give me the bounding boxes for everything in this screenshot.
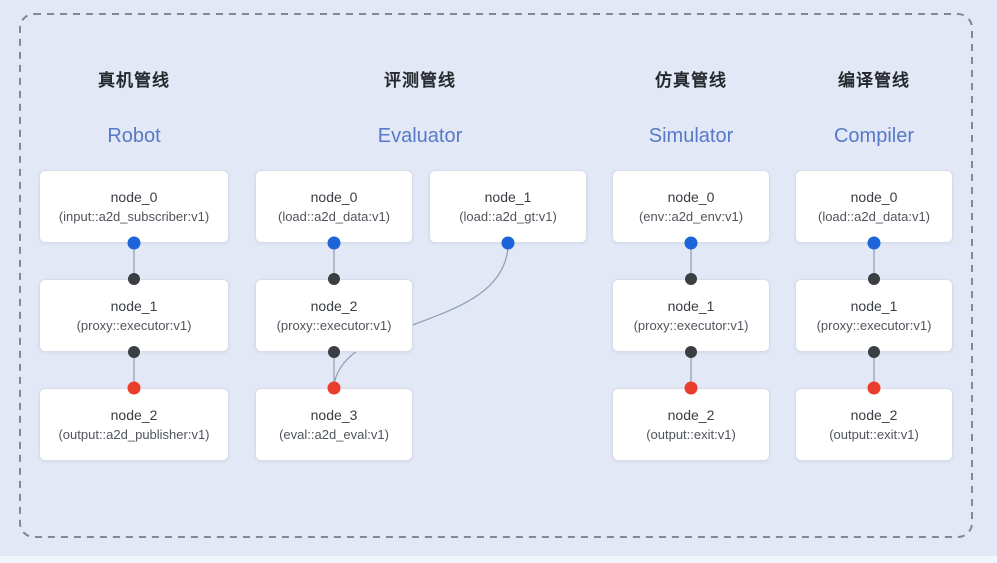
port-input-dot-evaluator-node_2-bottom bbox=[328, 346, 340, 358]
port-input-dot-robot-node_1-top bbox=[128, 273, 140, 285]
node-sublabel: (output::exit:v1) bbox=[829, 426, 919, 442]
node-simulator-node_2: node_2(output::exit:v1) bbox=[612, 388, 770, 461]
node-label: node_0 bbox=[310, 188, 358, 205]
node-sublabel: (load::a2d_gt:v1) bbox=[459, 208, 557, 224]
port-input-dot-compiler-node_1-bottom bbox=[868, 346, 880, 358]
port-input-dot-simulator-node_1-bottom bbox=[685, 346, 697, 358]
node-compiler-node_2: node_2(output::exit:v1) bbox=[795, 388, 953, 461]
pipeline-title-en-robot: Robot bbox=[107, 125, 161, 147]
pipeline-title-en-evaluator: Evaluator bbox=[377, 125, 463, 147]
port-input-dot-evaluator-node_2-top bbox=[328, 273, 340, 285]
node-sublabel: (env::a2d_env:v1) bbox=[638, 208, 744, 224]
pipeline-title-zh-robot: 真机管线 bbox=[98, 71, 170, 90]
node-sublabel: (load::a2d_data:v1) bbox=[817, 208, 931, 224]
node-label: node_0 bbox=[667, 188, 715, 205]
node-robot-node_1: node_1(proxy::executor:v1) bbox=[39, 279, 229, 352]
port-output-dot-compiler-node_0-bottom bbox=[867, 236, 881, 250]
node-compiler-node_0: node_0(load::a2d_data:v1) bbox=[795, 170, 953, 243]
node-sublabel: (proxy::executor:v1) bbox=[633, 317, 749, 333]
node-sublabel: (eval::a2d_eval:v1) bbox=[279, 426, 389, 442]
port-input-dot-compiler-node_1-top bbox=[868, 273, 880, 285]
port-final-dot-simulator-node_2-top bbox=[684, 381, 698, 395]
pipeline-title-zh-compiler: 编译管线 bbox=[838, 71, 910, 90]
port-final-dot-compiler-node_2-top bbox=[867, 381, 881, 395]
node-evaluator-node_1: node_1(load::a2d_gt:v1) bbox=[429, 170, 587, 243]
node-label: node_2 bbox=[310, 297, 358, 314]
node-sublabel: (output::a2d_publisher:v1) bbox=[58, 426, 210, 442]
pipeline-title-zh-evaluator: 评测管线 bbox=[384, 71, 456, 90]
port-input-dot-robot-node_1-bottom bbox=[128, 346, 140, 358]
node-robot-node_0: node_0(input::a2d_subscriber:v1) bbox=[39, 170, 229, 243]
node-label: node_0 bbox=[850, 188, 898, 205]
bottom-strip bbox=[0, 556, 997, 563]
node-label: node_2 bbox=[850, 406, 898, 423]
node-label: node_2 bbox=[110, 406, 158, 423]
node-sublabel: (input::a2d_subscriber:v1) bbox=[58, 208, 210, 224]
node-label: node_1 bbox=[850, 297, 898, 314]
node-sublabel: (proxy::executor:v1) bbox=[76, 317, 192, 333]
port-output-dot-evaluator-node_0-bottom bbox=[327, 236, 341, 250]
pipeline-title-en-compiler: Compiler bbox=[833, 125, 915, 147]
edge-evaluator-node_1-to-evaluator-node_3 bbox=[333, 246, 509, 386]
node-simulator-node_1: node_1(proxy::executor:v1) bbox=[612, 279, 770, 352]
node-sublabel: (proxy::executor:v1) bbox=[816, 317, 932, 333]
node-evaluator-node_3: node_3(eval::a2d_eval:v1) bbox=[255, 388, 413, 461]
node-sublabel: (load::a2d_data:v1) bbox=[277, 208, 391, 224]
node-label: node_1 bbox=[484, 188, 532, 205]
node-simulator-node_0: node_0(env::a2d_env:v1) bbox=[612, 170, 770, 243]
node-compiler-node_1: node_1(proxy::executor:v1) bbox=[795, 279, 953, 352]
node-label: node_2 bbox=[667, 406, 715, 423]
port-output-dot-evaluator-node_1-bottom bbox=[501, 236, 515, 250]
port-final-dot-evaluator-node_3-top bbox=[327, 381, 341, 395]
node-label: node_1 bbox=[110, 297, 158, 314]
port-output-dot-simulator-node_0-bottom bbox=[684, 236, 698, 250]
port-final-dot-robot-node_2-top bbox=[127, 381, 141, 395]
port-input-dot-simulator-node_1-top bbox=[685, 273, 697, 285]
pipeline-title-en-simulator: Simulator bbox=[648, 125, 734, 147]
node-evaluator-node_2: node_2(proxy::executor:v1) bbox=[255, 279, 413, 352]
pipeline-title-zh-simulator: 仿真管线 bbox=[655, 71, 727, 90]
node-evaluator-node_0: node_0(load::a2d_data:v1) bbox=[255, 170, 413, 243]
node-robot-node_2: node_2(output::a2d_publisher:v1) bbox=[39, 388, 229, 461]
node-sublabel: (proxy::executor:v1) bbox=[276, 317, 392, 333]
port-output-dot-robot-node_0-bottom bbox=[127, 236, 141, 250]
node-label: node_1 bbox=[667, 297, 715, 314]
node-sublabel: (output::exit:v1) bbox=[646, 426, 736, 442]
node-label: node_3 bbox=[310, 406, 358, 423]
node-label: node_0 bbox=[110, 188, 158, 205]
dashed-frame bbox=[19, 13, 973, 538]
